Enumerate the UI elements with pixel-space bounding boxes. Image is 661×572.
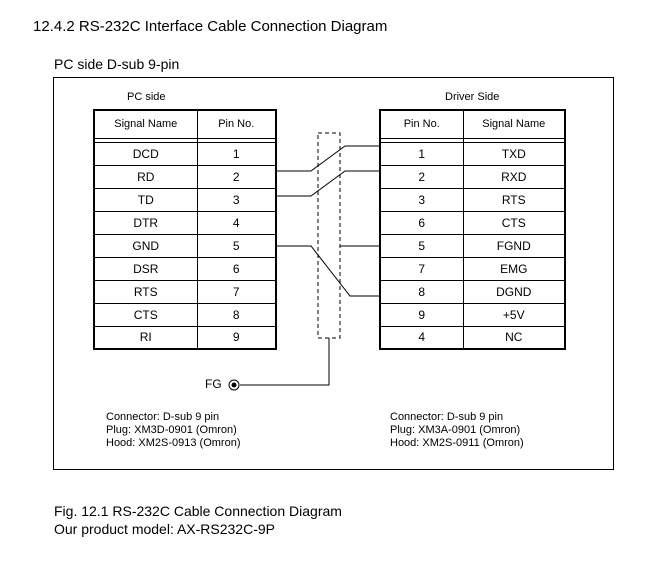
fg-label: FG <box>205 377 222 391</box>
gap-cell <box>462 138 566 142</box>
pc-connector-type: Connector: D-sub 9 pin <box>106 411 220 423</box>
column-header: Signal Name <box>462 109 566 139</box>
pin-number-cell: 6 <box>379 210 464 235</box>
signal-name-cell: DSR <box>93 256 198 281</box>
wire-td-rxd <box>277 170 379 197</box>
column-header: Pin No. <box>379 109 464 139</box>
signal-name-cell: DGND <box>462 279 566 304</box>
pin-number-cell: 4 <box>196 210 277 235</box>
driver-hood: Hood: XM2S-0911 (Omron) <box>390 437 524 449</box>
sub-heading: PC side D-sub 9-pin <box>54 56 180 72</box>
wire-shield-fg <box>240 338 330 386</box>
driver-side-caption: Driver Side <box>445 91 500 103</box>
pc-side-caption: PC side <box>127 91 166 103</box>
pin-number-cell: 3 <box>196 187 277 212</box>
pc-plug: Plug: XM3D-0901 (Omron) <box>106 424 237 436</box>
pin-number-cell: 5 <box>196 233 277 258</box>
signal-name-cell: NC <box>462 325 566 350</box>
fg-terminal-icon <box>228 379 240 391</box>
pin-number-cell: 7 <box>379 256 464 281</box>
diagram-frame <box>53 77 614 470</box>
table-header-row: Pin No.Signal Name <box>379 109 566 139</box>
column-header: Pin No. <box>196 109 277 139</box>
pc-connector-notes: Connector: D-sub 9 pin Plug: XM3D-0901 (… <box>106 411 241 450</box>
signal-name-cell: CTS <box>462 210 566 235</box>
signal-name-cell: FGND <box>462 233 566 258</box>
signal-name-cell: DCD <box>93 141 198 166</box>
driver-connector-type: Connector: D-sub 9 pin <box>390 411 504 423</box>
signal-name-cell: GND <box>93 233 198 258</box>
fg-terminal-dot-icon <box>231 382 237 388</box>
header-gap-row <box>379 138 566 142</box>
pin-number-cell: 9 <box>379 302 464 327</box>
figure-caption: Fig. 12.1 RS-232C Cable Connection Diagr… <box>54 503 342 519</box>
driver-connector-notes: Connector: D-sub 9 pin Plug: XM3A-0901 (… <box>390 411 524 450</box>
pc-hood: Hood: XM2S-0913 (Omron) <box>106 437 241 449</box>
signal-name-cell: RXD <box>462 164 566 189</box>
header-gap-row <box>93 138 277 142</box>
signal-name-cell: TD <box>93 187 198 212</box>
signal-name-cell: EMG <box>462 256 566 281</box>
gap-cell <box>196 138 277 142</box>
column-header: Signal Name <box>93 109 198 139</box>
model-caption: Our product model: AX-RS232C-9P <box>54 521 275 537</box>
pin-number-cell: 3 <box>379 187 464 212</box>
pin-number-cell: 9 <box>196 325 277 350</box>
wire-gnd-dgnd <box>277 245 379 297</box>
pin-number-cell: 8 <box>196 302 277 327</box>
signal-name-cell: RI <box>93 325 198 350</box>
wire-rd-txd <box>277 145 379 172</box>
section-heading: 12.4.2 RS-232C Interface Cable Connectio… <box>33 18 388 35</box>
pin-number-cell: 7 <box>196 279 277 304</box>
driver-plug: Plug: XM3A-0901 (Omron) <box>390 424 521 436</box>
pin-number-cell: 1 <box>379 141 464 166</box>
signal-name-cell: CTS <box>93 302 198 327</box>
